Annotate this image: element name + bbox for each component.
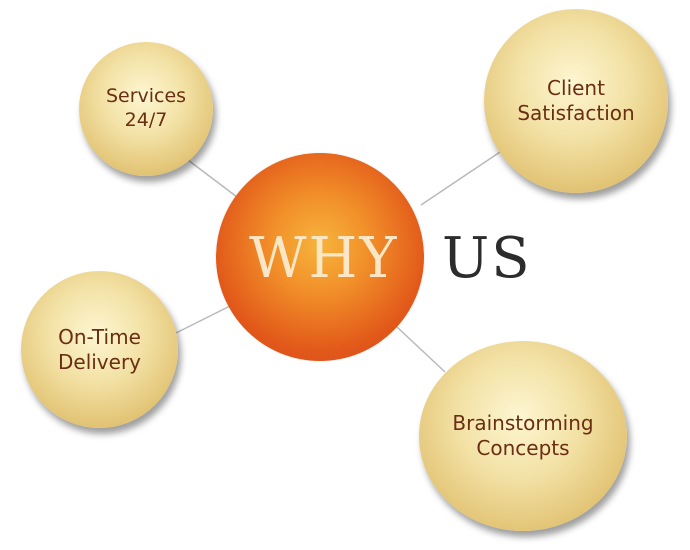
- node-brainstorm-line1: Brainstorming: [452, 411, 594, 435]
- node-client-line2: Satisfaction: [517, 101, 635, 125]
- title-why: WHY: [249, 226, 399, 291]
- connector-brainstorm: [396, 326, 446, 373]
- node-brainstorming-concepts: Brainstorming Concepts: [419, 341, 627, 531]
- node-ontime-line1: On-Time: [58, 324, 141, 349]
- node-client-line1: Client: [547, 76, 605, 100]
- node-ontime-line2: Delivery: [57, 349, 142, 374]
- node-services: Services 24/7: [79, 42, 213, 176]
- connector-ontime: [175, 301, 239, 334]
- title-us: US: [442, 226, 532, 291]
- connector-services: [187, 159, 238, 198]
- node-on-time-delivery: On-Time Delivery: [21, 271, 178, 428]
- connector-client: [420, 149, 504, 206]
- node-brainstorm-line2: Concepts: [476, 436, 570, 460]
- node-services-line1: Services: [105, 85, 187, 108]
- node-services-line2: 24/7: [124, 109, 168, 131]
- node-client-satisfaction: Client Satisfaction: [484, 9, 668, 193]
- center-circle: [216, 153, 424, 361]
